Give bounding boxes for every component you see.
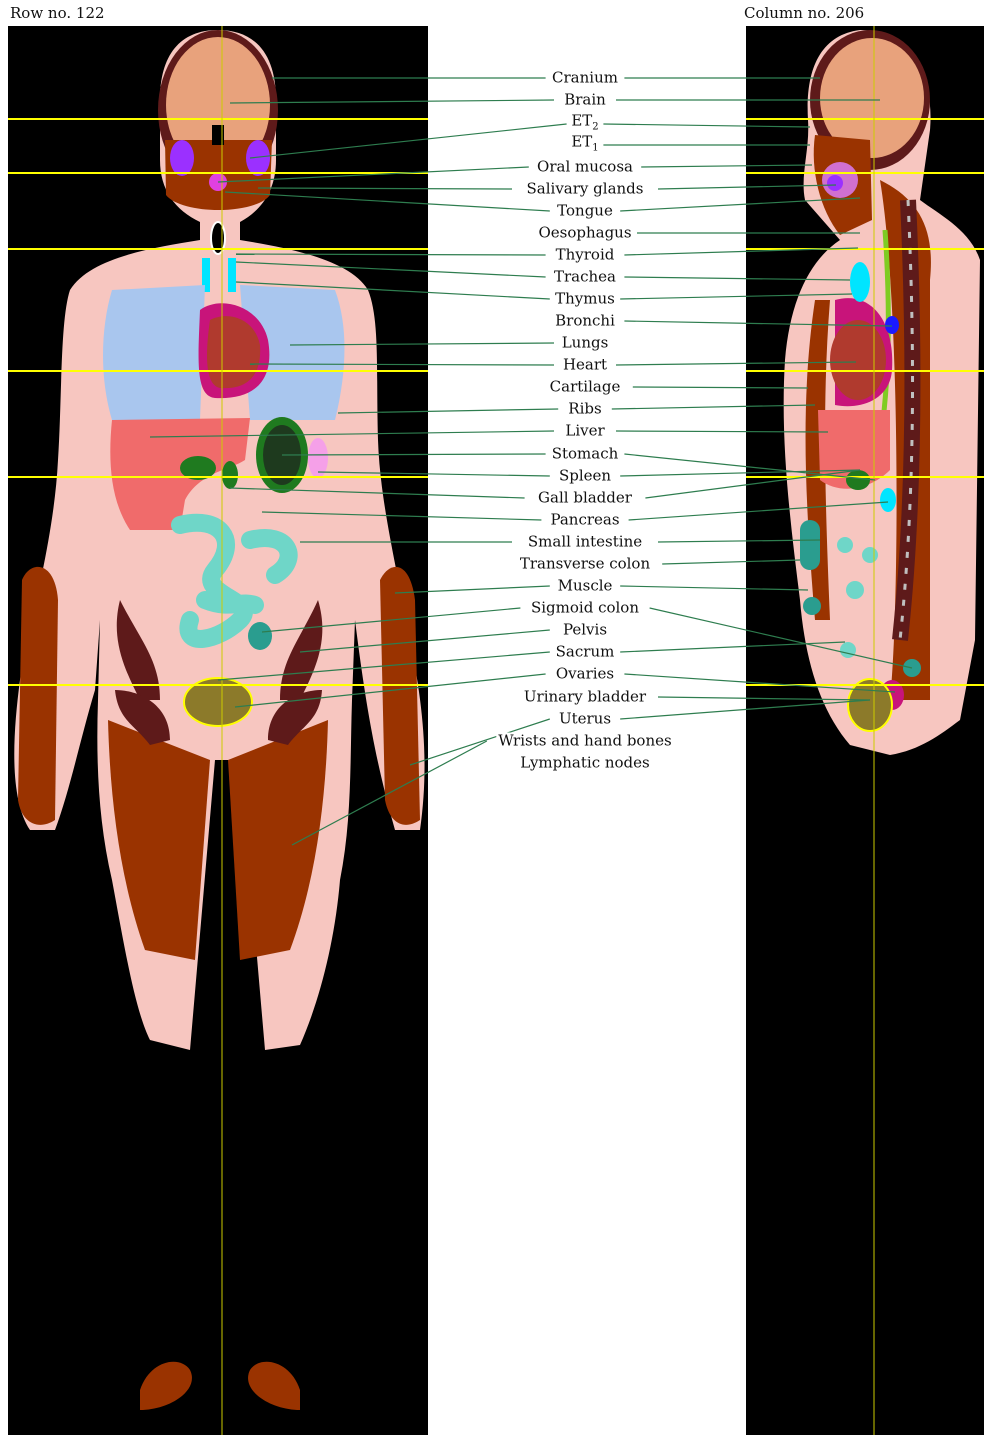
organ-label-text: Tongue <box>557 202 613 220</box>
organ-label-text: Oesophagus <box>538 224 631 242</box>
organ-label-text: Uterus <box>559 710 611 728</box>
organ-label-text: Ovaries <box>556 665 614 683</box>
organ-label: Ribs <box>566 401 603 418</box>
organ-label-text: Thyroid <box>556 246 615 264</box>
organ-label: ET1 <box>569 134 600 157</box>
organ-label-text: Thymus <box>555 290 615 308</box>
organ-label-text: Muscle <box>558 577 613 595</box>
organ-label: Thymus <box>553 291 617 308</box>
organ-label: Wrists and hand bones <box>496 733 673 750</box>
organ-label: Pancreas <box>548 512 621 529</box>
organ-label-text: Sigmoid colon <box>531 599 639 617</box>
organ-label: Muscle <box>556 578 615 595</box>
organ-label: Liver <box>563 423 606 440</box>
organ-label-text: Cartilage <box>550 378 621 396</box>
organ-label-text: Transverse colon <box>520 555 650 573</box>
organ-label-text: Pelvis <box>563 621 607 639</box>
organ-label: Trachea <box>552 269 618 286</box>
organ-label-text: Brain <box>564 91 606 109</box>
organ-label: Ovaries <box>554 666 616 683</box>
organ-label: Oral mucosa <box>535 159 635 176</box>
organ-label-text: Salivary glands <box>527 180 644 198</box>
organ-label: Uterus <box>557 711 613 728</box>
organ-label: Salivary glands <box>525 181 646 198</box>
organ-label-text: Oral mucosa <box>537 158 633 176</box>
organ-label: Transverse colon <box>518 556 652 573</box>
organ-label: Cartilage <box>548 379 623 396</box>
organ-label: Stomach <box>550 446 621 463</box>
organ-label-text: Heart <box>563 356 607 374</box>
organ-label-text: Ribs <box>568 400 601 418</box>
organ-label: Sigmoid colon <box>529 600 641 617</box>
organ-label: Lymphatic nodes <box>518 755 651 772</box>
organ-label-text: Sacrum <box>556 643 615 661</box>
organ-label-text: ET <box>571 133 592 151</box>
organ-label-text: Pancreas <box>550 511 619 529</box>
organ-label-text: Bronchi <box>555 312 615 330</box>
organ-label-text: Gall bladder <box>538 489 632 507</box>
organ-label-text: Lymphatic nodes <box>520 754 649 772</box>
organ-label: Urinary bladder <box>522 689 648 706</box>
organ-label: Sacrum <box>554 644 617 661</box>
organ-label-subscript: 1 <box>592 143 598 154</box>
organ-label: Brain <box>562 92 608 109</box>
organ-label-text: ET <box>571 112 592 130</box>
organ-label-text: Liver <box>565 422 604 440</box>
organ-label-text: Urinary bladder <box>524 688 646 706</box>
organ-label-text: Small intestine <box>528 533 642 551</box>
organ-label-text: Spleen <box>559 467 611 485</box>
organ-label-text: Trachea <box>554 268 616 286</box>
organ-label-subscript: 2 <box>592 122 598 133</box>
organ-label-text: Wrists and hand bones <box>498 732 671 750</box>
organ-label-text: Cranium <box>552 69 618 87</box>
organ-label: Cranium <box>550 70 620 87</box>
organ-label: Gall bladder <box>536 490 634 507</box>
organ-label: Small intestine <box>526 534 644 551</box>
organ-label: Bronchi <box>553 313 617 330</box>
organ-label: Oesophagus <box>536 225 633 242</box>
organ-label-text: Stomach <box>552 445 619 463</box>
organ-label: Heart <box>561 357 609 374</box>
organ-label-text: Lungs <box>562 334 609 352</box>
organ-label: Spleen <box>557 468 613 485</box>
organ-label: Tongue <box>555 203 615 220</box>
organ-label: Pelvis <box>561 622 609 639</box>
organ-label: Thyroid <box>554 247 617 264</box>
organ-label: Lungs <box>560 335 611 352</box>
